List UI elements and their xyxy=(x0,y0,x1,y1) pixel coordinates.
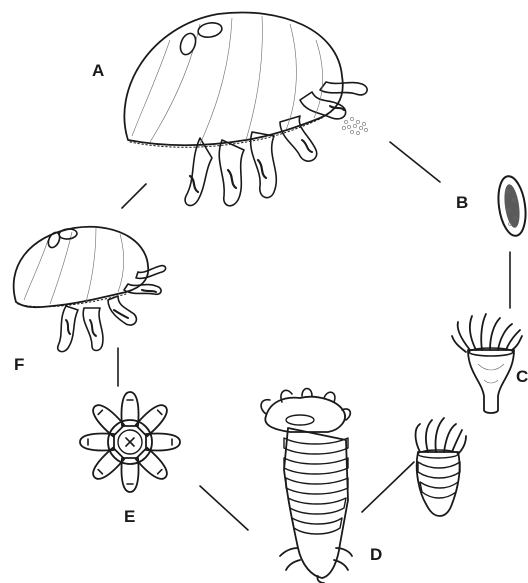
stage-e-ephyra xyxy=(80,392,180,492)
stage-d-strobila xyxy=(261,389,466,583)
label-d: D xyxy=(370,545,382,564)
connector-c-d xyxy=(362,462,414,512)
connector-f-a xyxy=(122,184,146,208)
stage-c-polyp xyxy=(452,314,522,413)
stage-b-planula xyxy=(495,174,528,237)
connector-d-e xyxy=(200,486,248,530)
stage-a-adult-medusa xyxy=(124,12,367,205)
connector-a-b xyxy=(390,142,440,182)
label-b: B xyxy=(456,193,468,212)
label-a: A xyxy=(92,61,104,80)
stage-f-young-medusa xyxy=(14,227,166,352)
label-c: C xyxy=(516,367,528,386)
label-e: E xyxy=(124,507,135,526)
label-f: F xyxy=(14,355,24,374)
